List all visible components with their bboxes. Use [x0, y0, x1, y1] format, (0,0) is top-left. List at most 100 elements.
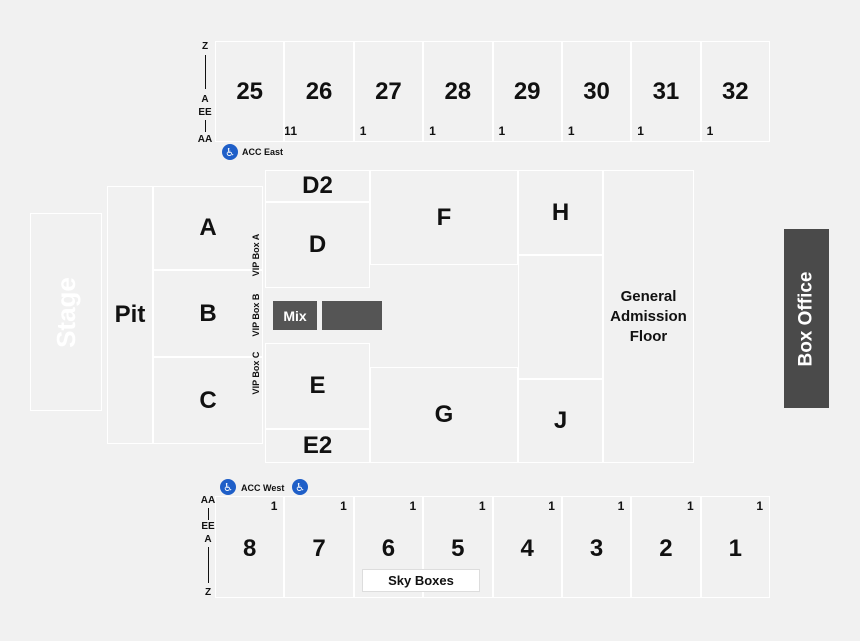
section-d2[interactable]: D2	[265, 170, 370, 202]
acc-east-label: ACC East	[242, 147, 284, 157]
upper-section-29[interactable]: 29 1	[492, 41, 562, 142]
row-label-z-bottom: Z	[204, 587, 212, 598]
row-label-a-top: A	[201, 94, 209, 105]
row-number: 1	[409, 499, 417, 513]
mix-label: Mix	[283, 307, 307, 324]
section-general-admission[interactable]: General Admission Floor	[603, 170, 694, 463]
upper-section-31[interactable]: 31 1	[631, 41, 701, 142]
section-b-label: B	[199, 299, 217, 327]
upper-section-32[interactable]: 32 1	[700, 41, 770, 142]
section-e-label: E	[309, 372, 326, 399]
ga-label: General Admission Floor	[610, 287, 687, 345]
row-line-bottom-2	[208, 547, 209, 583]
section-number: 3	[589, 535, 604, 562]
section-number: 25	[236, 78, 264, 105]
section-number: 29	[513, 78, 541, 105]
row-line-top	[205, 55, 206, 89]
section-number: 5	[451, 535, 465, 562]
section-c-label: C	[199, 386, 217, 414]
section-number: 32	[721, 78, 749, 105]
row-line-top-2	[205, 120, 206, 132]
row-number: 1	[637, 124, 644, 138]
wheelchair-icon: ♿	[292, 479, 308, 495]
section-number: 26	[305, 78, 333, 105]
row-label-ee-top: EE	[198, 107, 212, 118]
section-g[interactable]: G	[370, 367, 518, 463]
section-e2[interactable]: E2	[265, 429, 370, 463]
section-d2-label: D2	[302, 172, 333, 199]
row-number: 1	[359, 124, 367, 138]
row-number: 1	[756, 499, 763, 513]
upper-section-27[interactable]: 27 1	[353, 41, 424, 142]
wheelchair-icon: ♿	[220, 479, 236, 495]
stage[interactable]: Stage	[30, 213, 102, 411]
row-number: 1	[548, 499, 555, 513]
section-d[interactable]: D	[265, 202, 370, 288]
section-j[interactable]: J	[518, 379, 603, 463]
row-number: 1	[706, 124, 714, 138]
section-number: 27	[375, 78, 402, 105]
box-office[interactable]: Box Office	[784, 229, 829, 408]
section-b[interactable]: B	[153, 270, 263, 357]
sky-boxes-label: Sky Boxes	[388, 573, 454, 588]
section-number: 8	[243, 535, 257, 562]
section-g-label: G	[434, 401, 454, 428]
box-office-label: Box Office	[795, 270, 817, 367]
row-number: 1	[270, 499, 278, 513]
section-f[interactable]: F	[370, 170, 518, 265]
upper-section-25[interactable]: 25 1	[215, 41, 291, 142]
section-number: 6	[381, 535, 396, 562]
row-number: 1	[567, 124, 575, 138]
section-h[interactable]: H	[518, 170, 603, 255]
wheelchair-icon: ♿	[222, 144, 238, 160]
row-label-z-top: Z	[201, 41, 209, 52]
section-number: 7	[312, 535, 326, 562]
section-f-label: F	[436, 203, 452, 231]
row-number: 1	[478, 499, 486, 513]
section-number: 31	[652, 78, 680, 105]
stage-label: Stage	[50, 276, 81, 348]
section-hj-middle	[518, 255, 603, 379]
vip-box-c[interactable]: VIP Box C	[251, 351, 261, 395]
row-label-ee-bottom: EE	[201, 521, 215, 532]
upper-section-30[interactable]: 30 1	[561, 41, 632, 142]
section-a[interactable]: A	[153, 186, 263, 270]
sky-boxes[interactable]: Sky Boxes	[362, 569, 480, 592]
section-e[interactable]: E	[265, 343, 370, 429]
row-number: 1	[284, 124, 291, 138]
section-c[interactable]: C	[153, 357, 263, 444]
vip-box-a[interactable]: VIP Box A	[251, 233, 261, 277]
row-label-aa-bottom: AA	[200, 495, 216, 506]
pit-label: Pit	[114, 301, 146, 328]
section-pit[interactable]: Pit	[107, 186, 153, 444]
section-number: 1	[728, 535, 742, 562]
row-number: 1	[686, 499, 694, 513]
row-number: 1	[498, 124, 506, 138]
section-j-label: J	[553, 407, 568, 434]
upper-section-26[interactable]: 26 1	[284, 41, 354, 142]
mix-position[interactable]: Mix	[273, 301, 317, 330]
row-label-aa-top: AA	[197, 134, 213, 145]
section-d-label: D	[308, 231, 327, 258]
row-number: 1	[290, 124, 298, 138]
mix-booth	[322, 301, 382, 330]
acc-west-label: ACC West	[241, 483, 285, 493]
section-h-label: H	[551, 198, 570, 226]
section-a-label: A	[199, 214, 217, 241]
vip-box-b[interactable]: VIP Box B	[251, 293, 261, 337]
row-number: 1	[617, 499, 625, 513]
section-number: 2	[659, 535, 673, 562]
section-number: 30	[583, 78, 610, 105]
row-line-bottom	[208, 508, 209, 520]
